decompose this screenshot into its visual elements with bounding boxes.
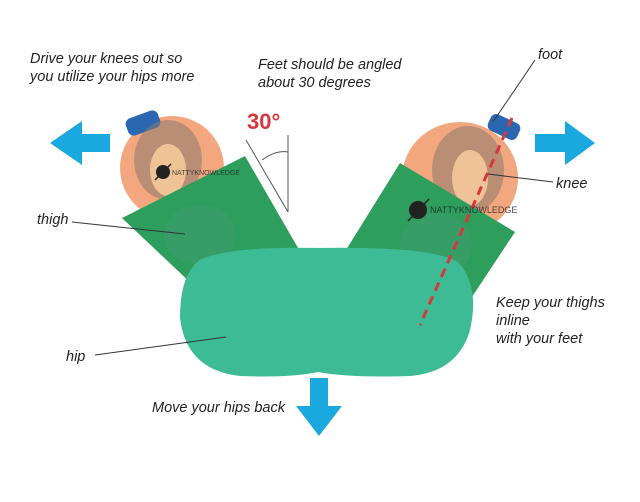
hips-back-label: Move your hips back: [152, 400, 285, 416]
brain-logo-icon: [154, 163, 172, 181]
knee-pointer: [487, 173, 554, 183]
feet-angle-label: Feet should be angled about 30 degrees: [258, 57, 402, 91]
hip-shape: [180, 247, 474, 377]
thighs-inline-label: Keep your thighs inline with your feet: [496, 295, 605, 347]
alignment-line: [418, 117, 514, 326]
hip-pointer: [94, 336, 227, 356]
arrow-right-icon: [535, 121, 595, 165]
angle-indicator: [245, 135, 289, 213]
brain-logo-icon: [407, 198, 430, 222]
angle-value-label: 30°: [247, 109, 281, 134]
foot-label: foot: [538, 47, 563, 63]
foot-pointer: [492, 59, 536, 123]
watermark-left: NATTYKNOWLEDGE: [172, 170, 240, 177]
arrow-down-icon: [296, 378, 342, 436]
knees-out-label: Drive your knees out so you utilize your…: [30, 51, 195, 85]
knee-label: knee: [556, 176, 588, 192]
hip-label: hip: [66, 349, 86, 365]
arrow-left-icon: [50, 121, 110, 165]
thigh-pointer: [71, 221, 186, 235]
watermark-right: NATTYKNOWLEDGE: [430, 205, 517, 215]
thigh-label: thigh: [37, 212, 69, 228]
